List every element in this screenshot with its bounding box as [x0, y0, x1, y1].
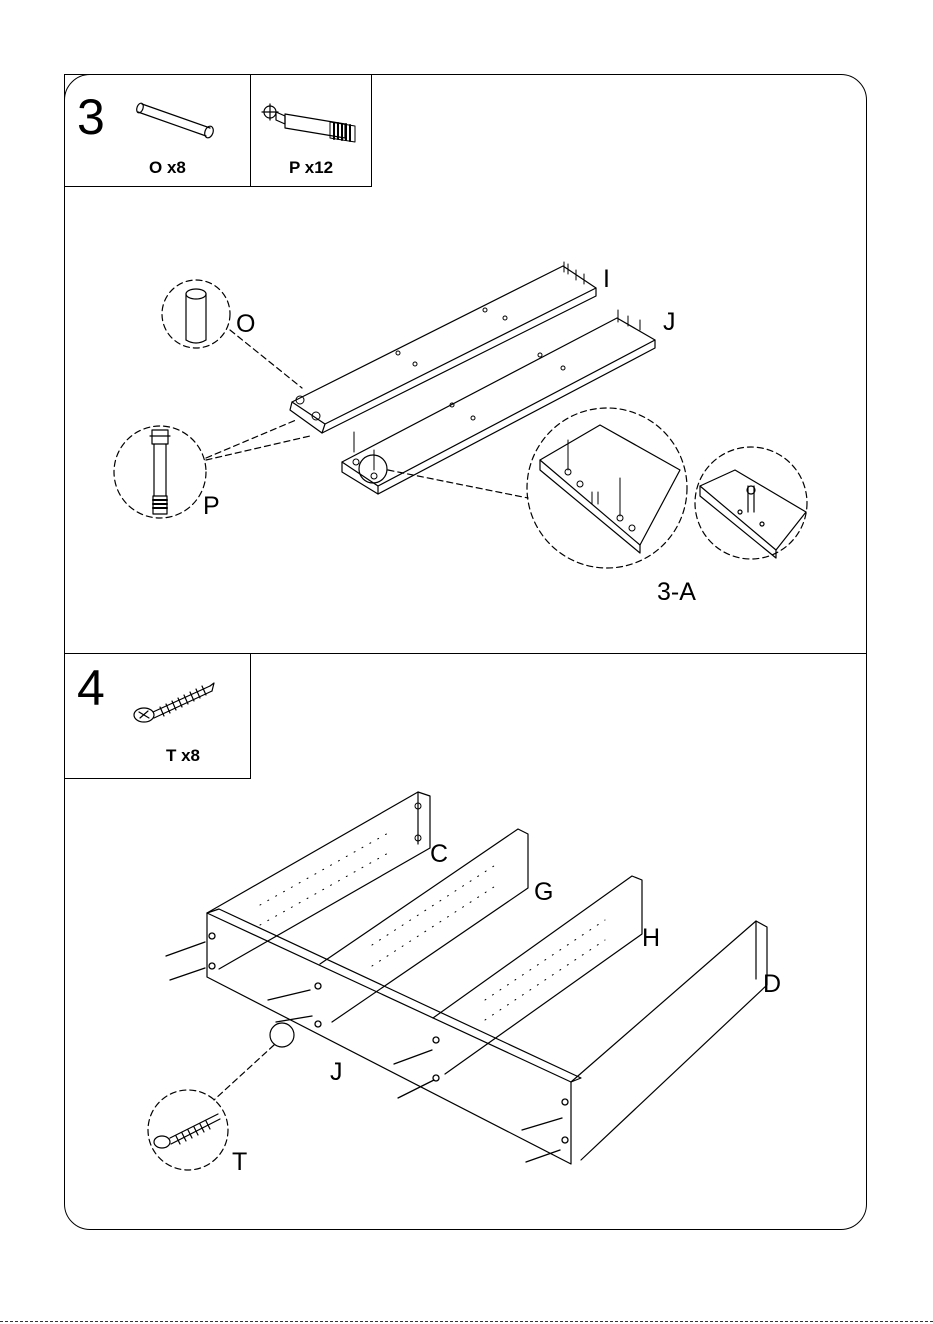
- cam-bolt-callout: [114, 420, 310, 518]
- panel-g: [320, 829, 528, 1022]
- panel-j-front: [207, 909, 581, 1164]
- cam-bolt-icon: [262, 104, 355, 142]
- panel-d: [571, 921, 767, 1160]
- panel-c: [207, 792, 430, 969]
- page-bottom-edge: [0, 1321, 933, 1322]
- panel-h: [433, 876, 642, 1074]
- screw-callout: [148, 1023, 294, 1170]
- dowel-icon: [135, 102, 214, 139]
- detail-3a: [388, 408, 807, 568]
- shelf-pin-holes: [260, 803, 605, 1020]
- dowel-callout: [162, 280, 302, 388]
- screw-icon: [134, 683, 214, 722]
- panel-i: [290, 262, 596, 433]
- screws-step4: [166, 933, 568, 1162]
